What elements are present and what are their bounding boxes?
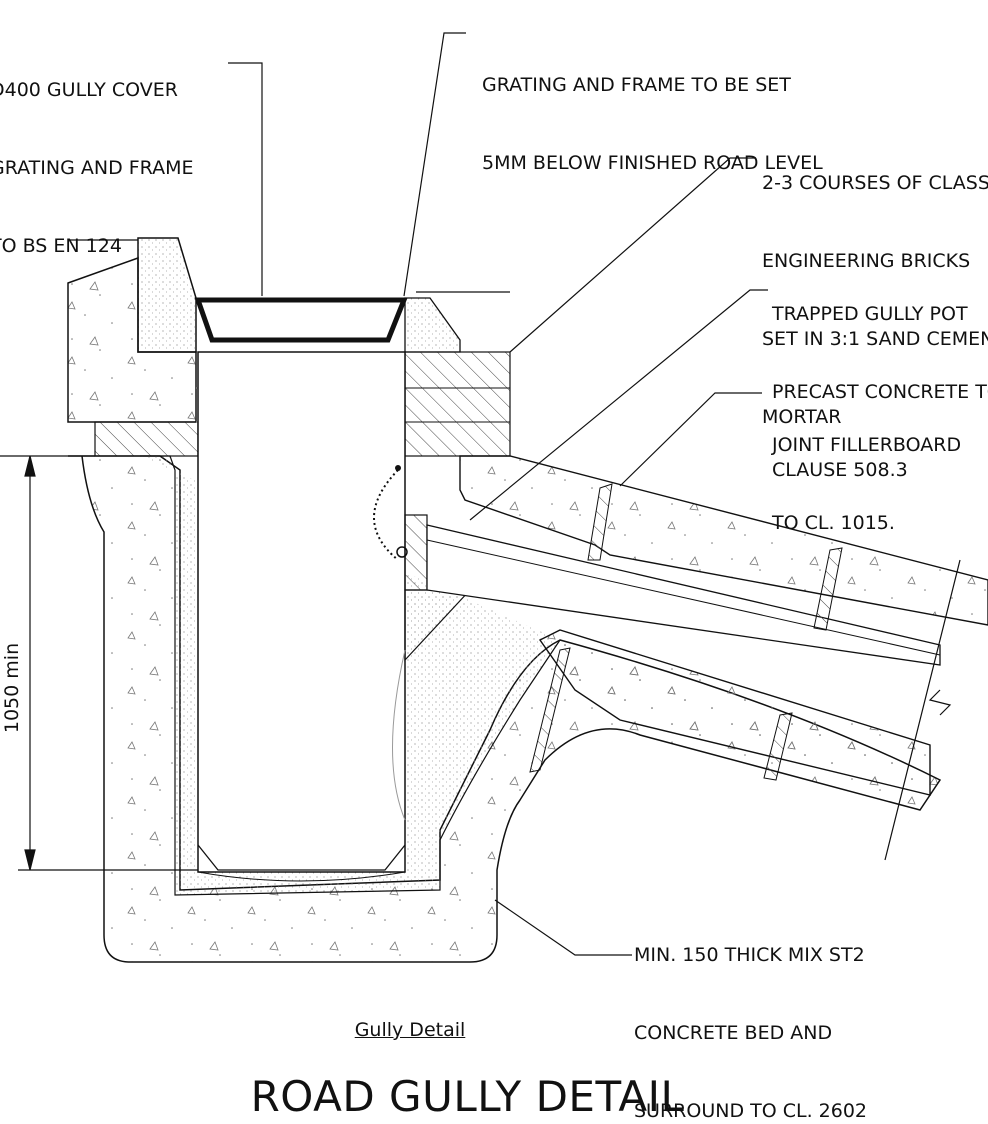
label-brick-courses-line-1: 2-3 COURSES OF CLASS B [762, 172, 988, 194]
drawing-caption: Gully Detail [354, 1019, 466, 1041]
label-gully-cover-line-1: D400 GULLY COVER [0, 79, 178, 101]
grating-frame [194, 297, 408, 343]
label-brick-courses-line-3: SET IN 3:1 SAND CEMENT [762, 328, 988, 350]
kerb-left [67, 237, 197, 423]
label-brick-courses: 2-3 COURSES OF CLASS B ENGINEERING BRICK… [762, 118, 988, 456]
label-joint-filler: JOINT FILLERBOARD TO CL. 1015. [772, 380, 961, 562]
label-grating-level-line-1: GRATING AND FRAME TO BE SET [482, 74, 791, 96]
label-trapped-gully-line-2: PRECAST CONCRETE TO [772, 381, 988, 403]
label-concrete-bed-line-2: CONCRETE BED AND [634, 1022, 833, 1044]
lower-slab [529, 559, 961, 861]
dimension-1050 [0, 455, 198, 871]
road-edge-right [404, 291, 510, 353]
drawing-title: ROAD GULLY DETAIL [250, 1072, 685, 1121]
label-gully-cover-line-3: TO BS EN 124 [0, 235, 122, 257]
label-grating-level: GRATING AND FRAME TO BE SET 5MM BELOW FI… [482, 20, 823, 202]
label-concrete-bed-line-3: SURROUND TO CL. 2602 [634, 1100, 868, 1122]
upper-slab [459, 455, 988, 631]
label-joint-filler-line-1: JOINT FILLERBOARD [772, 434, 962, 456]
label-gully-cover-line-2: GRATING AND FRAME [0, 157, 194, 179]
outlet-pipe [392, 524, 941, 821]
label-brick-courses-line-4: MORTAR [762, 406, 842, 428]
label-concrete-bed-line-1: MIN. 150 THICK MIX ST2 [634, 944, 865, 966]
label-trapped-gully: TRAPPED GULLY POT PRECAST CONCRETE TO CL… [772, 249, 988, 509]
label-joint-filler-line-2: TO CL. 1015. [772, 512, 895, 534]
label-trapped-gully-line-1: TRAPPED GULLY POT [772, 303, 968, 325]
leader-lines [228, 32, 768, 956]
label-gully-cover: D400 GULLY COVER GRATING AND FRAME TO BS… [0, 25, 194, 285]
gully-pot [197, 351, 472, 882]
label-grating-level-line-2: 5MM BELOW FINISHED ROAD LEVEL [482, 152, 823, 174]
label-concrete-bed: MIN. 150 THICK MIX ST2 CONCRETE BED AND … [634, 890, 867, 1124]
label-trapped-gully-line-3: CLAUSE 508.3 [772, 459, 908, 481]
dimension-label: 1050 min [1, 642, 23, 734]
label-brick-courses-line-2: ENGINEERING BRICKS [762, 250, 971, 272]
